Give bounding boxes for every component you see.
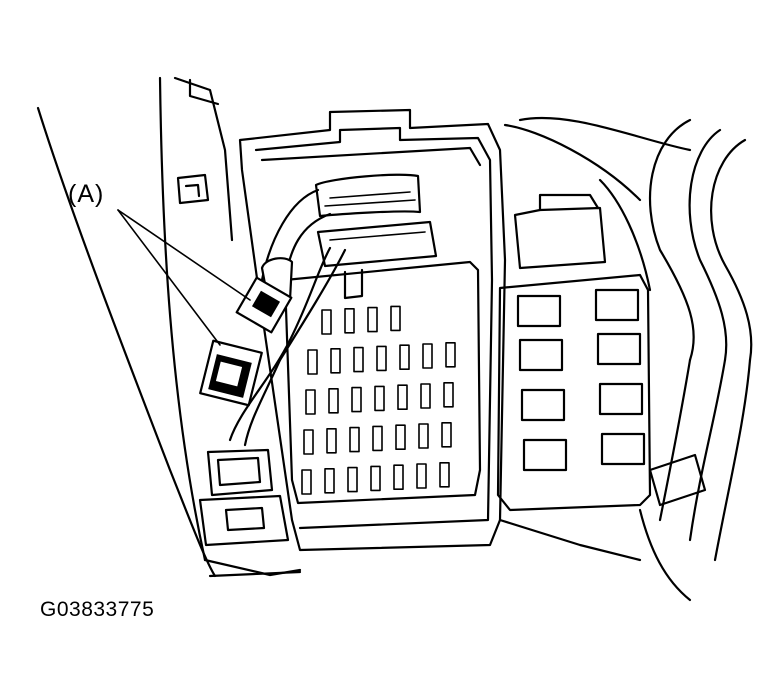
fuse-slot	[305, 389, 316, 415]
fuse-slot	[445, 341, 456, 368]
lower-bracket	[198, 448, 290, 547]
fuse-slot	[422, 343, 433, 369]
relay-slot	[516, 294, 562, 328]
connector-a-upper	[235, 257, 294, 334]
fuse-slot	[328, 387, 339, 414]
relay-slot	[522, 438, 568, 472]
fuse-slot	[399, 344, 410, 371]
fuse-slot	[324, 467, 335, 494]
relay-slot	[594, 288, 640, 322]
fuse-slot	[397, 384, 408, 411]
fuse-slot	[420, 383, 431, 409]
fuse-slot	[395, 424, 406, 451]
top-connector	[314, 173, 438, 268]
fuse-slot	[344, 307, 355, 334]
callout-label-a: (A)	[68, 180, 105, 208]
fuse-slot	[372, 425, 383, 452]
fuse-slot	[301, 469, 312, 495]
fuse-slot	[376, 345, 387, 372]
relay-slot	[596, 332, 642, 366]
fuse-slot	[439, 461, 450, 488]
fuse-slot	[416, 463, 427, 489]
fuse-grid-panel	[283, 260, 482, 505]
fuse-slot	[418, 423, 429, 449]
panel-clip	[176, 173, 210, 205]
relay-slot	[520, 388, 566, 422]
fuse-slot	[390, 305, 401, 332]
wire-harness-right	[498, 116, 753, 602]
fuse-slot	[374, 385, 385, 412]
fuse-slot	[326, 427, 337, 454]
fuse-slot	[351, 386, 362, 413]
fuse-slot	[370, 465, 381, 492]
fuse-slot	[307, 349, 318, 375]
fuse-slot	[347, 466, 358, 493]
figure-id: G03833775	[40, 598, 155, 621]
fuse-slot	[367, 306, 378, 333]
relay-slot	[598, 382, 644, 416]
callout-leaders	[117, 209, 251, 346]
fuse-slot	[303, 429, 314, 455]
fuse-slot	[353, 346, 364, 373]
fuse-slot	[321, 309, 332, 335]
relay-block	[496, 193, 652, 512]
dash-panel-edge	[36, 76, 302, 578]
relay-slot	[518, 338, 564, 372]
fuse-slot	[330, 347, 341, 374]
connector-a-lower	[199, 339, 263, 407]
fuse-slot	[393, 464, 404, 491]
fuse-slot	[349, 426, 360, 453]
fuse-slot	[441, 421, 452, 448]
relay-slot	[600, 432, 646, 466]
fuse-slot	[443, 381, 454, 408]
